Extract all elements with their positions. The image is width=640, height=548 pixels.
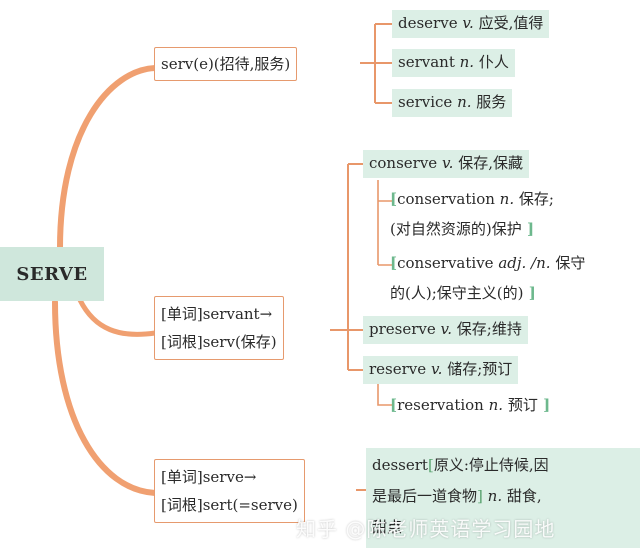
open-bracket-icon: [ — [427, 456, 434, 474]
g2-sub1 — [377, 180, 392, 266]
leaf-pos: n. — [457, 93, 472, 111]
leaf-word: servant — [398, 53, 455, 71]
root-node: SERVE — [0, 247, 104, 301]
leaf-preserve: preserve v. 保存;维持 — [363, 316, 528, 344]
leaf-reserve: reserve v. 储存;预订 — [363, 356, 519, 384]
branch-root-to-group1 — [57, 65, 158, 251]
root-label: SERVE — [16, 263, 88, 285]
note-pos: n. — [499, 190, 515, 208]
note-word: reservation — [397, 396, 484, 414]
box-text: sert(=serve) — [202, 496, 298, 514]
note-pos: adj. /n. — [498, 254, 551, 272]
leaf-pos: n. — [487, 487, 503, 505]
leaf-pos: n. — [459, 53, 475, 71]
box-text: serv(保存) — [202, 333, 277, 351]
leaf-meaning: 仆人 — [478, 53, 509, 71]
watermark: 知乎 @陈老师英语学习园地 — [296, 517, 556, 541]
leaf-servant: servant n. 仆人 — [392, 49, 515, 77]
note-conservation: [conservation n. 保存; (对自然资源的)保护 ] — [390, 184, 554, 244]
leaf-pos: v. — [430, 360, 443, 378]
leaf-service: service n. 服务 — [392, 89, 513, 117]
note-pos: n. — [488, 396, 504, 414]
leaf-word: preserve — [369, 320, 436, 338]
note-meaning: 保存; — [518, 190, 554, 208]
g2-sub2 — [377, 384, 392, 406]
leaf-word: reserve — [369, 360, 427, 378]
leaf-meaning: 服务 — [476, 93, 507, 111]
leaf-meaning: 甜食, — [506, 487, 542, 505]
branch-root-to-group2 — [77, 297, 158, 337]
leaf-pos: v. — [440, 320, 452, 338]
close-bracket-icon: ] — [537, 396, 551, 414]
group3-box: [单词]serve→ [词根]sert(=serve) — [154, 459, 305, 523]
bracket-tag: [单词] — [161, 305, 203, 323]
leaf-conserve: conserve v. 保存,保藏 — [363, 150, 530, 178]
leaf-pos: v. — [441, 154, 454, 172]
leaf-meaning: 储存;预订 — [447, 360, 513, 378]
close-bracket-icon: ] — [521, 220, 535, 238]
leaf-note-line2: 是最后一道食物 — [372, 487, 478, 505]
leaf-deserve: deserve v. 应受,值得 — [392, 10, 550, 38]
group1-box-label: serv(e)(招待,服务) — [161, 55, 291, 73]
g1-trunk — [360, 23, 392, 104]
note-word: conservative — [397, 254, 494, 272]
note-meaning: 保守 — [555, 254, 586, 272]
leaf-meaning: 保存,保藏 — [458, 154, 524, 172]
leaf-word: service — [398, 93, 453, 111]
note-conservative: [conservative adj. /n. 保守 的(人);保守主义(的) ] — [390, 248, 585, 308]
bracket-tag: [单词] — [161, 468, 203, 486]
group3-box-line2: [词根]sert(=serve) — [161, 491, 298, 519]
leaf-dessert: dessert[原义:停止侍候,因 是最后一道食物] n. 甜食, 甜点 — [366, 448, 640, 548]
note-word: conservation — [397, 190, 495, 208]
note-line2: (对自然资源的)保护 — [390, 220, 522, 238]
box-text: servant→ — [202, 305, 273, 323]
leaf-meaning-line3: 甜点 — [372, 518, 403, 536]
leaf-word: conserve — [369, 154, 438, 172]
open-bracket-icon: [ — [390, 190, 398, 208]
leaf-word: deserve — [398, 14, 458, 32]
leaf-note: 原义:停止侍候,因 — [433, 456, 549, 474]
leaf-word: dessert — [372, 456, 428, 474]
g2-trunk — [330, 163, 363, 371]
open-bracket-icon: [ — [390, 254, 398, 272]
leaf-meaning: 应受,值得 — [478, 14, 544, 32]
group3-box-line1: [单词]serve→ — [161, 463, 298, 491]
open-bracket-icon: [ — [390, 396, 398, 414]
leaf-meaning: 保存;维持 — [456, 320, 522, 338]
group1-box: serv(e)(招待,服务) — [154, 47, 298, 81]
note-line2: 的(人);保守主义(的) — [390, 284, 524, 302]
group2-box: [单词]servant→ [词根]serv(保存) — [154, 296, 284, 360]
group2-box-line2: [词根]serv(保存) — [161, 328, 277, 356]
leaf-pos: v. — [462, 14, 474, 32]
close-bracket-icon: ] — [477, 487, 483, 505]
bracket-tag: [词根] — [161, 333, 203, 351]
box-text: serve→ — [202, 468, 257, 486]
note-meaning: 预订 — [507, 396, 538, 414]
branch-root-to-group3 — [52, 299, 158, 496]
close-bracket-icon: ] — [523, 284, 536, 302]
note-reservation: [reservation n. 预订 ] — [390, 390, 550, 420]
bracket-tag: [词根] — [161, 496, 203, 514]
group2-box-line1: [单词]servant→ — [161, 300, 277, 328]
